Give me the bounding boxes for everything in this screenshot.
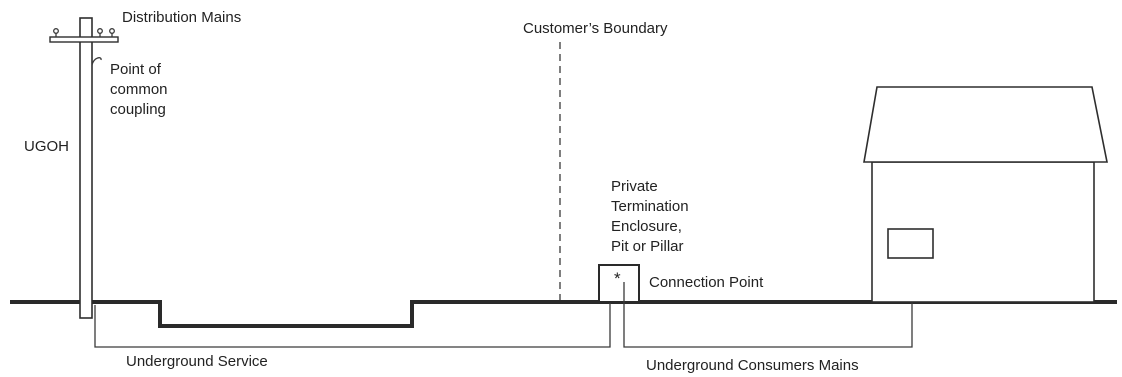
utility-pole	[49, 17, 119, 319]
underground-service-label: Underground Service	[126, 353, 268, 370]
underground-consumers-mains-label: Underground Consumers Mains	[646, 357, 859, 374]
meter-box	[887, 228, 934, 259]
coupling-hook-icon	[91, 57, 102, 66]
point-of-common-coupling-label: Point of common coupling	[110, 61, 172, 118]
insulator-icon	[53, 28, 115, 37]
ground-line	[10, 300, 1117, 328]
ugoh-label: UGOH	[24, 138, 69, 155]
customers-boundary-label: Customer’s Boundary	[523, 20, 668, 37]
house-roof	[863, 86, 1108, 163]
enclosure-marker: *	[614, 269, 621, 288]
underground-service-cable	[94, 282, 611, 348]
connection-point-label: Connection Point	[649, 274, 764, 291]
house	[863, 86, 1108, 303]
private-enclosure-label: Private Termination Enclosure, Pit or Pi…	[611, 178, 693, 255]
pole-crossarm	[49, 36, 119, 43]
pole-shaft	[79, 17, 93, 319]
termination-enclosure	[598, 264, 640, 303]
distribution-mains-label: Distribution Mains	[122, 9, 241, 26]
